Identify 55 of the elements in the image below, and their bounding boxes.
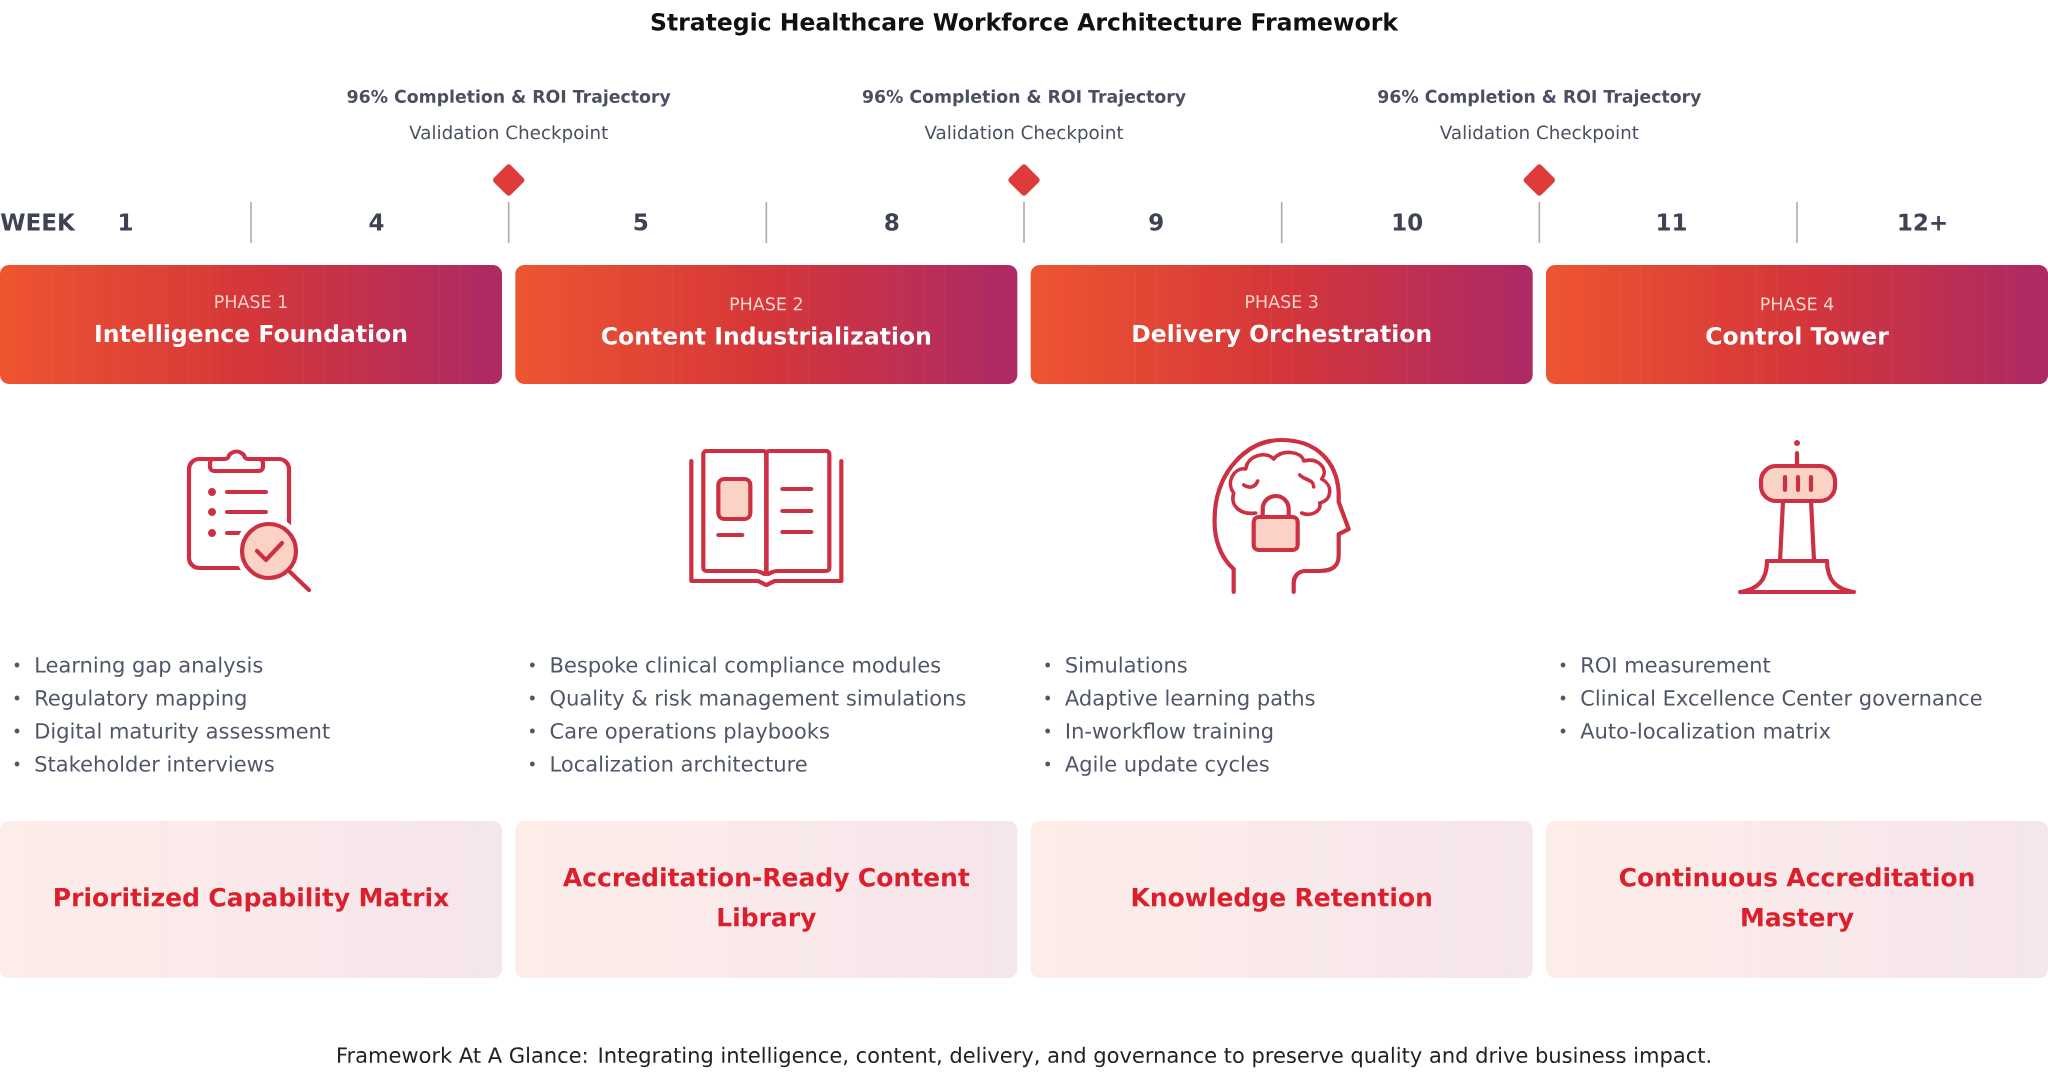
week-number: 1 [120, 213, 132, 231]
node-label: PHASE 3 [1246, 294, 1318, 309]
caption: Framework At A Glance: Integrating intelligence, content, delivery, and governance to preserve quality and drive business impact. [338, 1046, 1710, 1068]
outcome-box: Accreditation-Ready Content Library [515, 821, 1018, 978]
checkpoint-title: 96% Completion & ROI Trajectory [347, 89, 671, 107]
week-number: 12+ [1899, 213, 1946, 231]
outcome-box: Continuous Accreditation Mastery [1546, 821, 2048, 978]
node-label: Content Industrialization [602, 326, 931, 345]
list-item: In-workflow training [1066, 722, 1273, 743]
checkpoint-subtitle: Validation Checkpoint [924, 125, 1124, 143]
title: Strategic Healthcare Workforce Architecture Framework [651, 12, 1399, 36]
node-label: Prioritized Capability Matrix [55, 887, 449, 912]
node-label: PHASE 2 [730, 297, 802, 311]
node-label: Delivery Orchestration [1133, 324, 1431, 348]
node-label: Knowledge Retention [1132, 887, 1431, 912]
list-item: Care operations playbooks [550, 722, 829, 743]
week-number: 10 [1393, 213, 1423, 231]
list-item: Learning gap analysis [36, 656, 263, 677]
phase-box: PHASE 2 Content Industrialization [515, 265, 1018, 384]
list-item: Digital maturity assessment [36, 722, 330, 743]
week-number: 5 [634, 213, 648, 231]
node-label: PHASE 1 [215, 294, 287, 309]
list-item: ROI measurement [1582, 656, 1771, 673]
list-item: Stakeholder interviews [35, 755, 274, 772]
checkpoint-title: 96% Completion & ROI Trajectory [1378, 89, 1702, 107]
list-item: Regulatory mapping [36, 689, 246, 710]
list-item: Clinical Excellence Center governance [1581, 689, 1982, 710]
checkpoint-subtitle: Validation Checkpoint [409, 125, 608, 143]
list-item: Agile update cycles [1065, 755, 1269, 776]
checkpoint-subtitle: Validation Checkpoint [1439, 125, 1639, 143]
week-number: 4 [369, 213, 384, 231]
list-item: Localization architecture [551, 755, 807, 772]
node-label: Accreditation-Ready Content Library [562, 867, 970, 932]
node-label: Continuous Accreditation Mastery [1619, 867, 1974, 932]
week-number: 11 [1658, 213, 1686, 231]
checkpoint-title: 96% Completion & ROI Trajectory [862, 89, 1186, 107]
outcome-box: Prioritized Capability Matrix [0, 821, 502, 978]
node-label: Control Tower [1706, 326, 1889, 345]
list-item: Adaptive learning paths [1065, 689, 1315, 710]
phase-box: PHASE 4 Control Tower [1546, 265, 2048, 384]
milestone-diamond [1008, 164, 1040, 196]
milestone-diamond [493, 164, 525, 196]
week-number: 9 [1149, 213, 1163, 231]
list-item: Bespoke clinical compliance modules [551, 656, 941, 677]
list-item: Quality & risk management simulations [550, 689, 966, 710]
phase-box: PHASE 3 Delivery Orchestration [1030, 265, 1533, 384]
week-number: 8 [885, 213, 899, 231]
outcome-box: Knowledge Retention [1030, 821, 1533, 978]
list-item: Simulations [1066, 656, 1187, 673]
node-label: PHASE 4 [1761, 297, 1834, 311]
axis-title: WEEK [0, 213, 76, 231]
milestone-diamond [1523, 164, 1555, 196]
node-label: Intelligence Foundation [96, 324, 407, 348]
phase-box: PHASE 1 Intelligence Foundation [0, 265, 502, 384]
list-item: Auto-localization matrix [1580, 722, 1831, 739]
